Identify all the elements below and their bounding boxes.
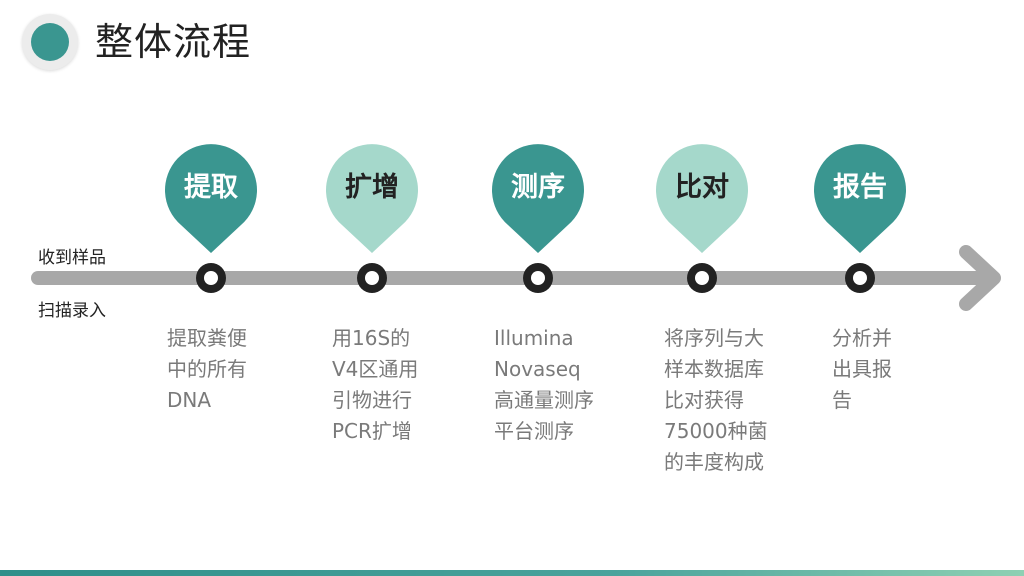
step-description-line: 平台测序 [494, 419, 574, 443]
step-description-1: 提取粪便中的所有 DNA [167, 323, 307, 416]
step-label-5: 报告 [833, 172, 887, 203]
step-description-line: Novaseq [494, 357, 581, 381]
step-description-line: 告 [832, 388, 852, 412]
step-pin-1-icon [165, 144, 257, 253]
timeline-arrow-head-icon [959, 245, 1001, 311]
step-node-3-center [531, 271, 545, 285]
step-node-2-center [365, 271, 379, 285]
step-pin-4-icon [656, 144, 748, 253]
step-description-line: 高通量测序 [494, 388, 594, 412]
step-description-line: 样本数据库 [664, 357, 764, 381]
step-description-line: Illumina [494, 326, 574, 350]
bottom-accent-bar [0, 570, 1024, 576]
side-label-received: 收到样品 [38, 248, 106, 268]
step-pin-3-icon [491, 144, 584, 253]
step-node-5-center [853, 271, 867, 285]
step-pin-2-icon [326, 144, 418, 253]
title-bullet-inner [31, 23, 69, 61]
step-description-line: 出具报 [832, 357, 892, 381]
step-label-2: 扩增 [345, 172, 399, 203]
step-description-line: 提取粪便 [167, 326, 247, 350]
step-description-line: 比对获得 [664, 388, 744, 412]
step-description-line: 引物进行 [332, 388, 412, 412]
step-description-line: 将序列与大 [664, 326, 764, 350]
step-description-line: V4区通用 [332, 357, 419, 381]
step-node-4-center [695, 271, 709, 285]
step-pin-5-icon [814, 144, 906, 253]
step-description-line: 的丰度构成 [664, 450, 764, 474]
step-description-2: 用16S的 V4区通用引物进行 PCR扩增 [332, 323, 472, 447]
step-description-line: DNA [167, 388, 212, 412]
step-description-4: 将序列与大样本数据库比对获得 75000种菌的丰度构成 [664, 323, 804, 478]
page-title: 整体流程 [95, 20, 252, 64]
step-description-line: 用16S的 [332, 326, 411, 350]
step-node-1-center [204, 271, 218, 285]
title-bullet-icon [22, 14, 78, 70]
step-description-line: 中的所有 [167, 357, 247, 381]
step-description-line: PCR扩增 [332, 419, 412, 443]
step-label-1: 提取 [184, 172, 238, 203]
step-description-line: 分析并 [832, 326, 892, 350]
step-label-4: 比对 [675, 172, 729, 203]
step-description-line: 75000种菌 [664, 419, 768, 443]
step-label-3: 测序 [511, 172, 565, 203]
side-label-scan: 扫描录入 [38, 301, 106, 321]
step-description-5: 分析并出具报告 [832, 323, 972, 416]
